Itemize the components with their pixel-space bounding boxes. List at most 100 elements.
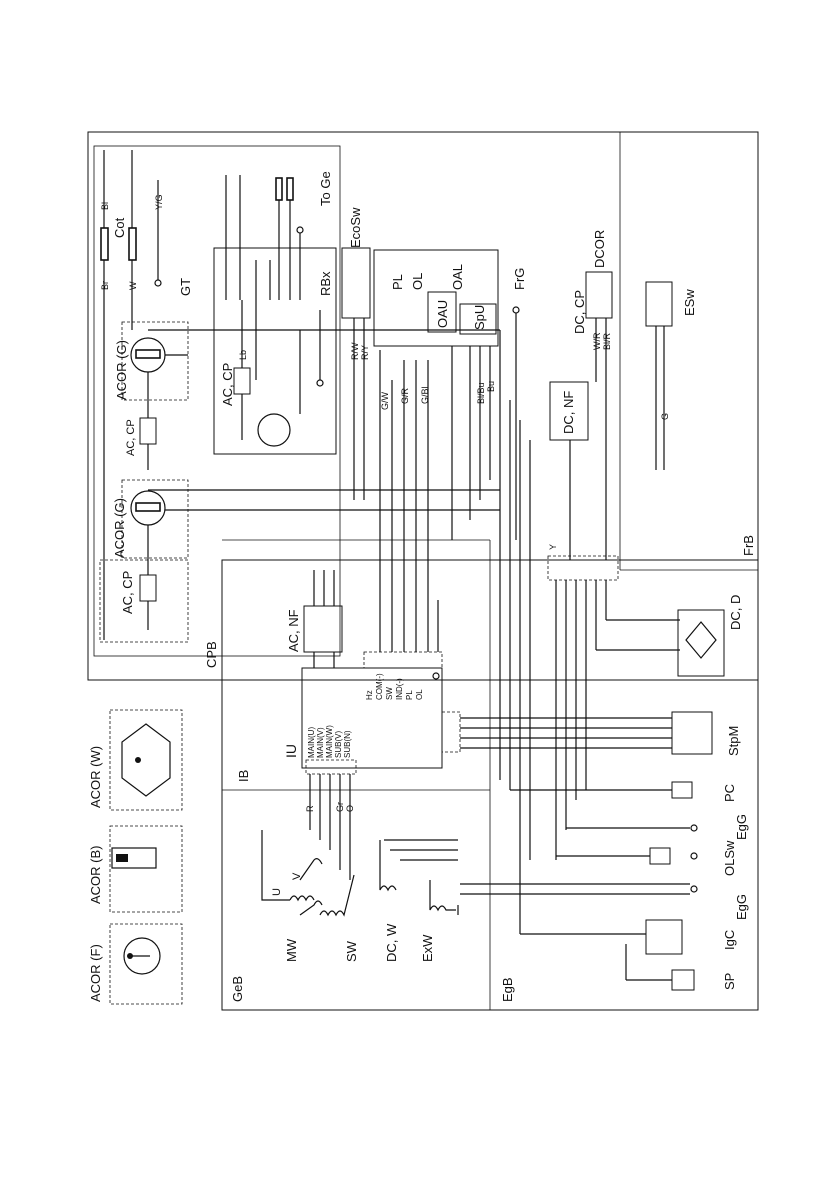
- wire-label-br: Br: [100, 281, 110, 290]
- oau-box: [427, 291, 457, 333]
- section-geb: GeB: [230, 976, 245, 1002]
- label-iu: IU: [283, 744, 299, 758]
- label-egg-1: EgG: [734, 814, 749, 840]
- wire-label-lb: Lb: [238, 350, 248, 360]
- wire-label-gw: G/W: [380, 391, 390, 410]
- label-oal: OAL: [450, 264, 465, 290]
- acor-g-1-box: [121, 321, 189, 401]
- lamp-unit-box: [373, 249, 499, 347]
- to-ge-pin-2: [286, 177, 294, 201]
- label-to-ge: To Ge: [318, 171, 333, 206]
- iu-pin-main-w: MAIN(W): [325, 725, 334, 758]
- iu-pin-hz: Hz: [365, 690, 374, 700]
- label-sw: SW: [344, 940, 359, 962]
- label-dc-w: DC, W: [384, 923, 399, 962]
- ac-cp-1-box: [139, 417, 157, 445]
- rbx-box: [213, 247, 337, 455]
- label-pc: PC: [722, 784, 737, 802]
- iu-pin-sw: SW: [385, 687, 394, 700]
- section-egb: EgB: [500, 977, 515, 1002]
- wire-label-gr: G/R: [400, 387, 410, 404]
- spu-box: [459, 303, 497, 335]
- iu-pin-pl: PL: [405, 690, 414, 700]
- rbx-capacitor: [257, 413, 291, 447]
- label-acor-g-1: ACOR (G): [114, 340, 129, 400]
- label-mw: MW: [284, 938, 299, 962]
- label-acor-f: ACOR (F): [88, 944, 103, 1002]
- iu-pin-sub-v: SUB(V): [334, 731, 343, 758]
- wire-label-gr2: Gr: [335, 802, 345, 812]
- wire-label-w: W: [128, 281, 138, 290]
- label-cot: Cot: [112, 217, 127, 238]
- iu-pin-ind: IND(-): [395, 678, 404, 700]
- winding-label-v: V: [291, 872, 303, 880]
- pc-box: [671, 781, 693, 799]
- label-dcor: DCOR: [592, 230, 607, 268]
- label-acor-w: ACOR (W): [88, 746, 103, 808]
- wire-label-bl: Bl: [100, 202, 110, 210]
- stpm-box: [671, 711, 713, 755]
- ecosw-box: [341, 247, 371, 319]
- label-exw: ExW: [420, 934, 435, 962]
- label-esw: ESw: [682, 289, 697, 316]
- wire-label-rw: R/W: [350, 342, 360, 360]
- label-ol: OL: [410, 273, 425, 290]
- iu-pin-main-v: MAIN(V): [316, 727, 325, 758]
- label-dc-nf: DC, NF: [561, 391, 576, 434]
- label-ac-nf: AC, NF: [286, 609, 301, 652]
- label-ac-cp-2: AC, CP: [120, 571, 135, 614]
- label-ac-cp-3: AC, CP: [220, 363, 235, 406]
- label-stpm: StpM: [726, 726, 741, 756]
- iu-pin-ol: OL: [415, 689, 424, 700]
- iu-pin-main-u: MAIN(U): [307, 727, 316, 758]
- ac-nf-box: [303, 605, 343, 653]
- dc-d-box: [677, 609, 725, 677]
- olsw-box: [649, 847, 671, 865]
- frb-connector: [547, 555, 619, 581]
- label-olsw: OLSw: [722, 840, 737, 876]
- label-rbx: RBx: [318, 271, 333, 296]
- label-dc-cp-top: DC, CP: [572, 290, 587, 334]
- wire-label-g: G: [660, 413, 670, 420]
- cot-outline: [93, 145, 341, 657]
- label-spu: SpU: [472, 305, 487, 330]
- wire-label-wr: W/R: [592, 332, 602, 350]
- iu-pin-sub-n: SUB(N): [343, 730, 352, 758]
- section-cpb: CPB: [204, 641, 219, 668]
- label-gt: GT: [178, 278, 193, 296]
- cot-pin-1: [100, 227, 109, 261]
- dcor-box: [585, 271, 613, 319]
- ac-cp-2-box: [139, 574, 157, 602]
- label-ecosw: EcoSw: [348, 207, 363, 248]
- label-dc-d: DC, D: [728, 595, 743, 630]
- wire-label-gbl: G/Bl: [420, 386, 430, 404]
- wire-label-blr: Bl/R: [602, 332, 612, 350]
- iu-pin-com: COM(-): [375, 673, 384, 700]
- to-ge-pin-1: [275, 177, 283, 201]
- section-ib: IB: [236, 770, 251, 782]
- wire-label-o: O: [345, 805, 355, 812]
- acor-f-box: [109, 923, 183, 1005]
- label-sp: SP: [722, 973, 737, 990]
- label-acor-b: ACOR (B): [88, 846, 103, 905]
- wire-label-y: Y: [548, 544, 558, 550]
- cot-pin-2: [128, 227, 137, 261]
- label-frg: FrG: [512, 268, 527, 290]
- wire-label-blbu: Bl/Bu: [476, 382, 486, 404]
- label-ac-cp-1: AC, CP: [125, 419, 137, 456]
- section-frb: FrB: [741, 535, 756, 556]
- label-acor-g-2: ACOR (G): [112, 498, 127, 558]
- labels: CPB FrB IB GeB EgB Cot GT To Ge RBx EcoS…: [88, 171, 756, 1002]
- wire-label-r: R: [305, 805, 315, 812]
- acor-g-2-box: [121, 479, 189, 559]
- wire-label-bu: Bu: [486, 381, 496, 392]
- acor-w-box: [109, 709, 183, 811]
- winding-label-u: U: [271, 888, 283, 896]
- label-oau: OAU: [435, 300, 450, 328]
- sp-box: [671, 969, 695, 991]
- wire-label-yg: Y/G: [154, 194, 164, 210]
- acor-b-box: [109, 825, 183, 913]
- wire-label-ry: R/Y: [360, 345, 370, 360]
